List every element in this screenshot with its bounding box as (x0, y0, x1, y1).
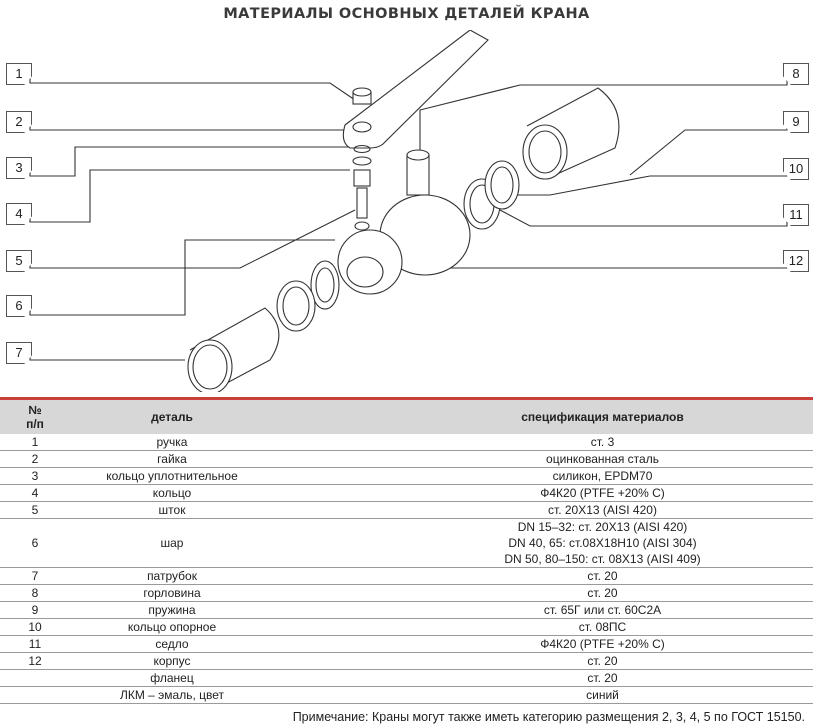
callout-10: 10 (783, 158, 809, 180)
cell-num: 11 (0, 635, 70, 653)
cell-num: 10 (0, 618, 70, 636)
cell-num: 6 (0, 518, 70, 568)
cell-part: кольцо опорное (70, 618, 274, 636)
cell-num: 2 (0, 450, 70, 468)
cell-spec: оцинкованная сталь (274, 450, 813, 468)
cell-spec: ст. 65Г или ст. 60С2А (274, 601, 813, 619)
cell-spec: ст. 20 (274, 652, 813, 670)
callout-3: 3 (6, 157, 32, 179)
cell-num (0, 686, 70, 704)
cell-spec: Ф4К20 (PTFE +20% С) (274, 484, 813, 502)
cell-part: ЛКМ – эмаль, цвет (70, 686, 274, 704)
footnote: Примечание: Краны могут также иметь кате… (292, 710, 805, 724)
callout-7: 7 (6, 342, 32, 364)
cell-part: седло (70, 635, 274, 653)
callout-4: 4 (6, 203, 32, 225)
cell-spec: ст. 20 (274, 669, 813, 687)
cell-spec: ст. 20Х13 (AISI 420) (274, 501, 813, 519)
header-spec: спецификация материалов (274, 397, 813, 434)
cell-num: 8 (0, 584, 70, 602)
cell-num: 3 (0, 467, 70, 485)
header-part: деталь (70, 397, 274, 434)
callout-9: 9 (783, 111, 809, 133)
cell-spec: ст. 20 (274, 567, 813, 585)
header-num: № п/п (0, 397, 70, 434)
cell-num: 5 (0, 501, 70, 519)
cell-spec: Ф4К20 (PTFE +20% С) (274, 635, 813, 653)
cell-num (0, 669, 70, 687)
callout-1: 1 (6, 63, 32, 85)
cell-part: патрубок (70, 567, 274, 585)
cell-spec: DN 15–32: ст. 20Х13 (AISI 420) DN 40, 65… (274, 518, 813, 568)
callout-2: 2 (6, 111, 32, 133)
table-header-row: № п/п деталь спецификация материалов (0, 397, 813, 434)
cell-spec: силикон, EPDM70 (274, 467, 813, 485)
cell-num: 1 (0, 434, 70, 451)
cell-part: корпус (70, 652, 274, 670)
cell-part: кольцо (70, 484, 274, 502)
cell-part: горловина (70, 584, 274, 602)
cell-num: 7 (0, 567, 70, 585)
callout-11: 11 (783, 204, 809, 226)
valve-exploded-diagram (29, 30, 788, 392)
cell-spec: ст. 08ПС (274, 618, 813, 636)
cell-part: шар (70, 518, 274, 568)
page-title: МАТЕРИАЛЫ ОСНОВНЫХ ДЕТАЛЕЙ КРАНА (223, 6, 590, 22)
callout-6: 6 (6, 295, 32, 317)
cell-part: гайка (70, 450, 274, 468)
cell-spec: синий (274, 686, 813, 704)
cell-part: фланец (70, 669, 274, 687)
cell-num: 12 (0, 652, 70, 670)
cell-part: ручка (70, 434, 274, 451)
cell-num: 4 (0, 484, 70, 502)
cell-num: 9 (0, 601, 70, 619)
callout-8: 8 (783, 63, 809, 85)
cell-part: кольцо уплотнительное (70, 467, 274, 485)
cell-spec: ст. 3 (274, 434, 813, 451)
callout-5: 5 (6, 250, 32, 272)
callout-12: 12 (783, 250, 809, 272)
cell-spec: ст. 20 (274, 584, 813, 602)
cell-part: шток (70, 501, 274, 519)
cell-part: пружина (70, 601, 274, 619)
